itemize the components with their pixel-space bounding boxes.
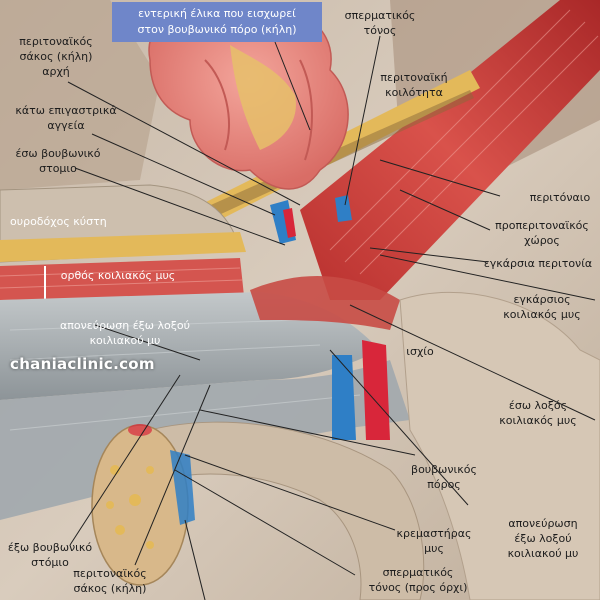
leader-lines — [67, 35, 596, 600]
label-rectus: ορθός κοιλιακός μυς — [60, 269, 176, 282]
label-inferior-epigastric: κάτω επιγαστρικά αγγεία — [15, 104, 117, 132]
abdominal-wall-muscle — [300, 0, 600, 300]
femoral-vein — [332, 355, 356, 440]
label-preperitoneal-space: προπεριτοναϊκός χώρος — [495, 219, 589, 247]
label-internal-oblique: έσω λοξός κοιλιακός μυς — [499, 399, 577, 427]
label-spermatic-cord-top: σπερματικός τόνος — [344, 9, 416, 37]
label-deep-inguinal-ring-bottom: έξω βουβωνικό στόμιο — [7, 541, 93, 569]
label-peritoneal-sac-bottom: περιτοναϊκός σάκος (κήλη) — [73, 567, 147, 595]
hip-bone — [399, 291, 600, 600]
femoral-artery — [362, 340, 390, 440]
watermark: chaniaclinic.com — [10, 355, 155, 373]
label-inguinal-canal: βουβωνικός πόρος — [411, 463, 477, 491]
label-bladder: ουροδόχος κύστη — [10, 215, 107, 228]
label-transversus-muscle: εγκάρσιος κοιλιακός μυς — [503, 293, 581, 321]
title-text: εντερική έλικα που εισχωρεί στον βουβωνι… — [137, 7, 297, 36]
label-peritoneal-cavity: περιτοναϊκή κοιλότητα — [380, 71, 448, 99]
epigastric-artery — [283, 208, 296, 238]
internal-oblique-fibres — [250, 276, 400, 330]
cord-vessels — [170, 450, 195, 525]
label-transversalis-fascia: εγκάρσια περιτονία — [483, 257, 593, 270]
label-spermatic-cord-testis: σπερματικός τόνος (προς όρχι) — [368, 566, 468, 594]
label-peritoneum: περιτόναιο — [529, 191, 591, 204]
title-box: εντερική έλικα που εισχωρεί στον βουβωνι… — [112, 2, 322, 42]
label-deep-inguinal-ring: έσω βουβωνικό στομιο — [15, 147, 101, 175]
rectus-muscle — [0, 258, 244, 300]
label-hip: ισχίο — [406, 345, 434, 358]
deep-ring-vessels — [335, 195, 352, 222]
label-ext-oblique-aponeurosis-left: απονεύρωση έξω λοξού κοιλιακού μυ — [60, 319, 190, 347]
label-peritoneal-sac-start: περιτοναϊκός σάκος (κήλη) αρχή — [19, 35, 93, 78]
label-ext-oblique-aponeurosis-right: απονεύρωση έξω λοξού κοιλιακού μυ — [507, 517, 579, 560]
label-cremaster: κρεμαστήρας μυς — [396, 527, 472, 555]
